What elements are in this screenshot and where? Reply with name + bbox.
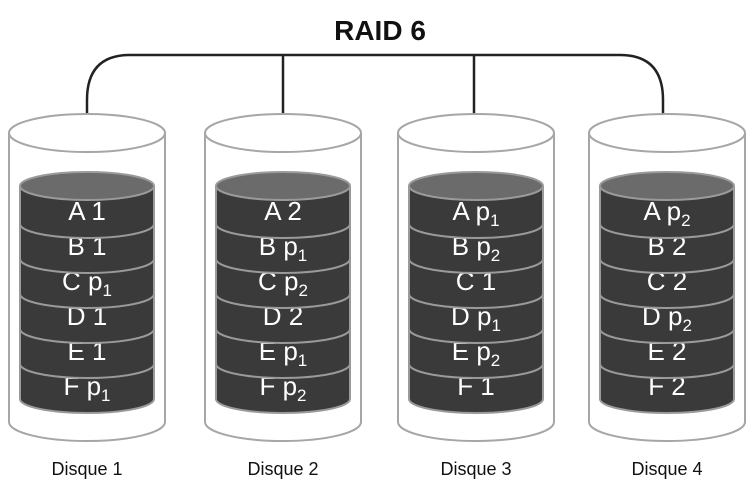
disk-label: Disque 1 bbox=[51, 459, 122, 479]
block-label: A 1 bbox=[68, 196, 106, 226]
raid-connector-line bbox=[85, 53, 665, 125]
disk-label: Disque 3 bbox=[440, 459, 511, 479]
stack-top-cap bbox=[408, 171, 544, 201]
disk-label: Disque 2 bbox=[247, 459, 318, 479]
block-a-2: A 2 bbox=[215, 171, 351, 239]
block-a-p: A p2 bbox=[599, 171, 735, 239]
block-label: A p2 bbox=[643, 196, 690, 230]
disk-label: Disque 4 bbox=[631, 459, 702, 479]
block-label: A 2 bbox=[264, 196, 302, 226]
block-label: A p1 bbox=[452, 196, 499, 230]
block-a-1: A 1 bbox=[19, 171, 155, 239]
cylinder-top bbox=[397, 113, 555, 153]
cylinder-top bbox=[204, 113, 362, 153]
cylinder-top bbox=[8, 113, 166, 153]
block-a-p: A p1 bbox=[408, 171, 544, 239]
cylinder-top bbox=[588, 113, 746, 153]
stack-top-cap bbox=[599, 171, 735, 201]
stack-top-cap bbox=[215, 171, 351, 201]
diagram-title: RAID 6 bbox=[334, 15, 426, 46]
stack-top-cap bbox=[19, 171, 155, 201]
